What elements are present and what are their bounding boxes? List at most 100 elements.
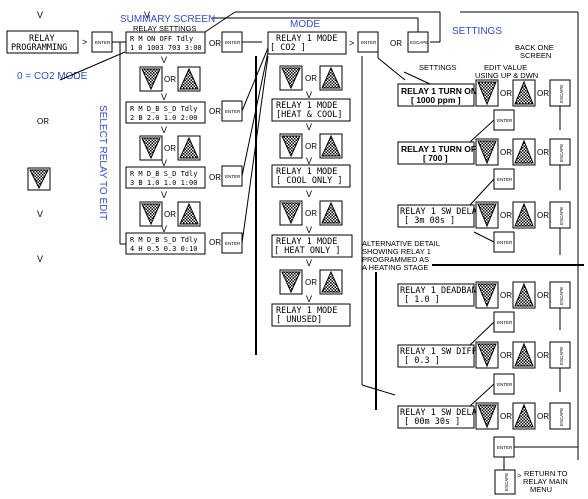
mode-screen-cool-only: [271, 164, 351, 188]
up-arrow-icon: [179, 67, 199, 90]
svg-text:OR: OR: [537, 148, 549, 157]
svg-text:V: V: [161, 158, 167, 168]
down-arrow-icon: [141, 203, 161, 226]
up-arrow-icon: [321, 270, 341, 293]
down-arrow-icon: [477, 343, 497, 368]
svg-text:OR: OR: [500, 148, 512, 157]
mode-screen-heat-only: [271, 234, 353, 258]
up-arrow-icon: [514, 342, 534, 367]
svg-text:ENTER: ENTER: [497, 118, 513, 123]
up-arrow-icon: [321, 134, 341, 157]
down-arrow-icon: [281, 202, 301, 225]
mode-screen-heat-cool: [271, 98, 351, 122]
svg-text:[ HEAT ONLY ]: [ HEAT ONLY ]: [274, 246, 341, 256]
svg-text:ESCAPE: ESCAPE: [559, 85, 564, 103]
svg-text:ALTERNATIVE DETAIL: ALTERNATIVE DETAIL: [362, 239, 440, 248]
co2-mode-note: 0 = CO2 MODE: [17, 71, 88, 82]
setting-screen-sw-delay: [397, 204, 475, 228]
svg-text:[ CO2 ]: [ CO2 ]: [270, 43, 306, 53]
svg-text:[ 00m 30s ]: [ 00m 30s ]: [404, 417, 460, 427]
svg-text:2 B 2.0 1.0 2:00: 2 B 2.0 1.0 2:00: [130, 114, 197, 122]
relay-settings-label: RELAY SETTINGS: [133, 24, 197, 33]
svg-text:RELAY 1 TURN OFF: RELAY 1 TURN OFF: [401, 144, 481, 154]
svg-text:RELAY 1 MODE: RELAY 1 MODE: [276, 34, 337, 44]
down-arrow-mark: V: [37, 10, 43, 20]
svg-text:>: >: [82, 37, 87, 47]
svg-text:ESCAPE: ESCAPE: [559, 144, 564, 162]
setting-screen-sw-delay-2: [397, 405, 475, 429]
escape-button[interactable]: [549, 402, 571, 430]
svg-text:USING UP & DWN: USING UP & DWN: [475, 71, 538, 80]
svg-text:SHOWING RELAY 1: SHOWING RELAY 1: [362, 247, 431, 256]
svg-text:V: V: [161, 92, 167, 102]
svg-text:OR: OR: [390, 39, 402, 48]
or-label: OR: [37, 117, 49, 126]
down-arrow-icon: [477, 203, 497, 228]
svg-text:V: V: [306, 225, 312, 235]
svg-text:R M D_B S_D Tdly: R M D_B S_D Tdly: [130, 105, 197, 113]
up-arrow-icon: [514, 403, 534, 428]
svg-text:OR: OR: [209, 173, 221, 182]
svg-text:ENTER: ENTER: [361, 40, 377, 45]
up-arrow-icon: [179, 136, 199, 159]
svg-text:EDIT VALUE: EDIT VALUE: [484, 63, 527, 72]
svg-text:ESCAPE: ESCAPE: [559, 287, 564, 305]
svg-text:1 0 1003 703 3:00: 1 0 1003 703 3:00: [130, 44, 202, 52]
svg-text:V: V: [306, 189, 312, 199]
svg-text:V: V: [37, 209, 43, 219]
svg-text:OR: OR: [500, 291, 512, 300]
svg-text:[ 1000 ppm ]: [ 1000 ppm ]: [411, 95, 461, 105]
svg-text:OR: OR: [537, 211, 549, 220]
up-arrow-icon: [179, 202, 199, 225]
svg-text:OR: OR: [537, 412, 549, 421]
svg-text:PROGRAMMED AS: PROGRAMMED AS: [362, 255, 429, 264]
svg-text:ENTER: ENTER: [225, 109, 241, 114]
setting-screen-turn-off: [397, 141, 475, 165]
escape-button[interactable]: [494, 469, 516, 495]
down-arrow-icon: [477, 283, 497, 308]
svg-text:ENTER: ENTER: [225, 40, 241, 45]
svg-text:V: V: [306, 156, 312, 166]
svg-text:OR: OR: [537, 351, 549, 360]
svg-text:RELAY 1 DEADBAND: RELAY 1 DEADBAND: [400, 286, 482, 296]
down-arrow-icon: [29, 169, 49, 190]
svg-text:SETTINGS: SETTINGS: [419, 63, 457, 72]
setting-screen-deadband: [397, 283, 475, 307]
down-arrow-icon: [281, 67, 301, 90]
enter-button-label: ENTER: [95, 40, 111, 45]
summary-screen-relay-3: R M D_B S_D Tdly 3 B 1.0 1.0 1:00: [125, 166, 206, 189]
svg-text:>: >: [349, 38, 354, 48]
summary-screen-relay-2: R M D_B S_D Tdly 2 B 2.0 1.0 2:00: [125, 101, 206, 124]
svg-text:OR: OR: [209, 39, 221, 48]
svg-text:OR: OR: [209, 107, 221, 116]
mode-heading: MODE: [290, 19, 320, 30]
svg-text:>: >: [517, 471, 522, 480]
svg-text:OR: OR: [500, 211, 512, 220]
relay-programming-line2: PROGRAMMING: [11, 43, 67, 53]
svg-text:ESCAPE: ESCAPE: [559, 408, 564, 426]
svg-text:[ 3m 08s ]: [ 3m 08s ]: [404, 216, 455, 226]
svg-text:RELAY 1 TURN ON: RELAY 1 TURN ON: [401, 86, 477, 96]
svg-text:V: V: [306, 90, 312, 100]
down-arrow-icon: [141, 137, 161, 160]
settings-heading: SETTINGS: [452, 26, 502, 37]
return-label-1: RETURN TO: [524, 469, 568, 478]
svg-text:ESCAPE: ESCAPE: [410, 40, 428, 45]
return-label-3: MENU: [530, 485, 552, 494]
svg-text:RELAY 1 SW DELAY: RELAY 1 SW DELAY: [400, 207, 482, 217]
down-arrow-icon: [477, 81, 497, 106]
svg-text:OR: OR: [164, 210, 176, 219]
svg-text:ENTER: ENTER: [497, 320, 513, 325]
svg-text:OR: OR: [500, 351, 512, 360]
svg-text:[ UNUSED]: [ UNUSED]: [276, 315, 322, 325]
svg-text:V: V: [306, 122, 312, 132]
svg-text:4 H 0.5 0.3 0:10: 4 H 0.5 0.3 0:10: [130, 245, 197, 253]
svg-text:RELAY 1 MODE: RELAY 1 MODE: [276, 237, 337, 247]
up-arrow-icon: [321, 201, 341, 224]
svg-text:[HEAT & COOL]: [HEAT & COOL]: [276, 110, 343, 120]
svg-text:V: V: [161, 224, 167, 234]
down-arrow-icon: [281, 135, 301, 158]
relay-programming-screen: [6, 30, 79, 54]
up-arrow-icon: [514, 139, 534, 164]
